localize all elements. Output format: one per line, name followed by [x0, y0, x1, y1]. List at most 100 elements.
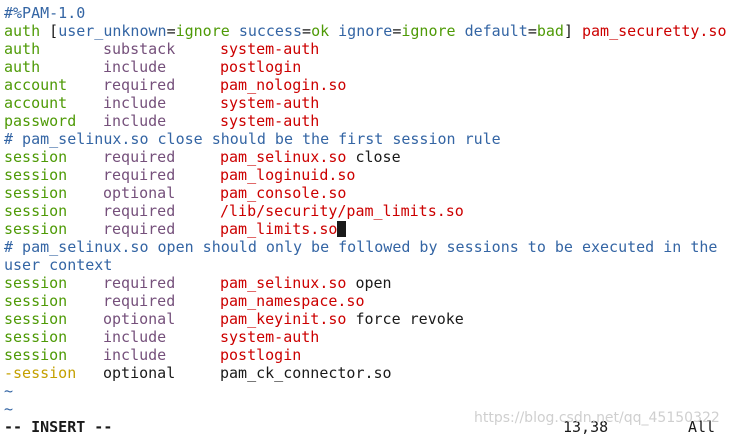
- rule-dash-prefix: -: [4, 364, 14, 382]
- mode-indicator: -- INSERT --: [4, 418, 113, 436]
- cursor-position: 13,38: [563, 418, 609, 436]
- editor-line: session required pam_limits.so: [4, 220, 726, 238]
- rule-module-column: postlogin: [220, 58, 301, 76]
- empty-line-tilde: ~: [4, 382, 14, 400]
- rule-control: optional: [103, 310, 176, 328]
- rule-module: pam_loginuid.so: [220, 166, 356, 184]
- scroll-indicator: All: [688, 418, 716, 436]
- editor-line: session optional pam_keyinit.so force revo…: [4, 310, 726, 328]
- editor-line: # pam_selinux.so close should be the fir…: [4, 130, 726, 148]
- rule-module-column: system-auth: [220, 112, 319, 130]
- status-bar: -- INSERT -- 13,38 All: [4, 418, 726, 436]
- rule-control: include: [103, 112, 167, 130]
- rule-module-column: pam_selinux.so close: [220, 148, 401, 166]
- rule-type: password: [4, 112, 77, 130]
- comment-text: # pam_selinux.so close should be the fir…: [4, 130, 501, 148]
- rule-module-column: pam_console.so: [220, 184, 346, 202]
- rule-control: substack: [103, 40, 176, 58]
- rule-module: system-auth: [220, 40, 320, 58]
- rule-module-column: postlogin: [220, 346, 301, 364]
- rule-control: required: [103, 274, 176, 292]
- editor-line: -session optional pam_ck_connector.so: [4, 364, 726, 382]
- control-key: ignore: [338, 22, 393, 40]
- editor-line: user context: [4, 256, 726, 274]
- bracket-open: [: [49, 22, 59, 40]
- rule-module: pam_selinux.so: [220, 148, 347, 166]
- rule-type: session: [13, 364, 77, 382]
- rule-control: required: [103, 166, 176, 184]
- editor-line: session optional pam_console.so: [4, 184, 726, 202]
- rule-control: include: [103, 346, 167, 364]
- rule-type: session: [4, 148, 68, 166]
- rule-type: account: [4, 94, 68, 112]
- rule-module: pam_ck_connector.so: [220, 364, 392, 382]
- rule-args: close: [346, 148, 401, 166]
- rule-module: pam_limits.so: [220, 220, 338, 238]
- control-value: bad: [536, 22, 564, 40]
- rule-module: system-auth: [220, 94, 320, 112]
- rule-control: include: [103, 94, 167, 112]
- editor-line: ~: [4, 382, 726, 400]
- rule-module-column: pam_loginuid.so: [220, 166, 355, 184]
- rule-type: auth: [4, 22, 41, 40]
- rule-module: pam_selinux.so: [220, 274, 347, 292]
- editor-line: #%PAM-1.0: [4, 4, 726, 22]
- rule-module-column: /lib/security/pam_limits.so: [220, 202, 464, 220]
- rule-control: optional: [103, 184, 176, 202]
- control-key: default: [464, 22, 528, 40]
- control-key: success: [238, 22, 303, 40]
- rule-module-column: system-auth: [220, 94, 319, 112]
- control-value: ignore: [175, 22, 230, 40]
- rule-module-column: pam_ck_connector.so: [220, 364, 392, 382]
- equals-sign: =: [392, 22, 402, 40]
- rule-module: pam_keyinit.so: [220, 310, 347, 328]
- text-cursor: [337, 220, 347, 237]
- watermark: https://blog.csdn.net/qq_45150322: [474, 410, 720, 426]
- rule-module-column: pam_nologin.so: [220, 76, 346, 94]
- control-value: ok: [311, 22, 330, 40]
- comment-text: # pam_selinux.so open should only be fol…: [4, 238, 718, 256]
- rule-type: auth: [4, 58, 41, 76]
- editor-line: ~: [4, 400, 726, 418]
- rule-module-column: system-auth: [220, 40, 319, 58]
- rule-module: postlogin: [220, 58, 302, 76]
- rule-module: pam_console.so: [220, 184, 347, 202]
- editor-line: account include system-auth: [4, 94, 726, 112]
- rule-type: session: [4, 220, 68, 238]
- rule-args: open: [346, 274, 392, 292]
- rule-control: required: [103, 220, 176, 238]
- editor-line: session include postlogin: [4, 346, 726, 364]
- rule-type: session: [4, 346, 68, 364]
- rule-type: session: [4, 184, 68, 202]
- rule-module-column: system-auth: [220, 328, 319, 346]
- rule-control: required: [103, 292, 176, 310]
- rule-type: session: [4, 202, 68, 220]
- equals-sign: =: [302, 22, 312, 40]
- rule-type: session: [4, 328, 68, 346]
- rule-type: account: [4, 76, 68, 94]
- empty-line-tilde: ~: [4, 400, 14, 418]
- control-value: ignore: [401, 22, 456, 40]
- editor-line: auth [user_unknown=ignore success=ok ign…: [4, 22, 726, 40]
- rule-type: session: [4, 310, 68, 328]
- rule-module: postlogin: [220, 346, 302, 364]
- rule-module-column: pam_keyinit.so force revoke: [220, 310, 464, 328]
- bracket-close: ]: [563, 22, 573, 40]
- rule-args: force revoke: [346, 310, 464, 328]
- editor-line: session required pam_selinux.so open: [4, 274, 726, 292]
- rule-module: pam_namespace.so: [220, 292, 365, 310]
- rule-module: system-auth: [220, 112, 320, 130]
- editor-line: password include system-auth: [4, 112, 726, 130]
- control-key: user_unknown: [58, 22, 167, 40]
- rule-type: session: [4, 274, 68, 292]
- rule-type: session: [4, 166, 68, 184]
- rule-control: optional: [103, 364, 176, 382]
- rule-module: pam_nologin.so: [220, 76, 347, 94]
